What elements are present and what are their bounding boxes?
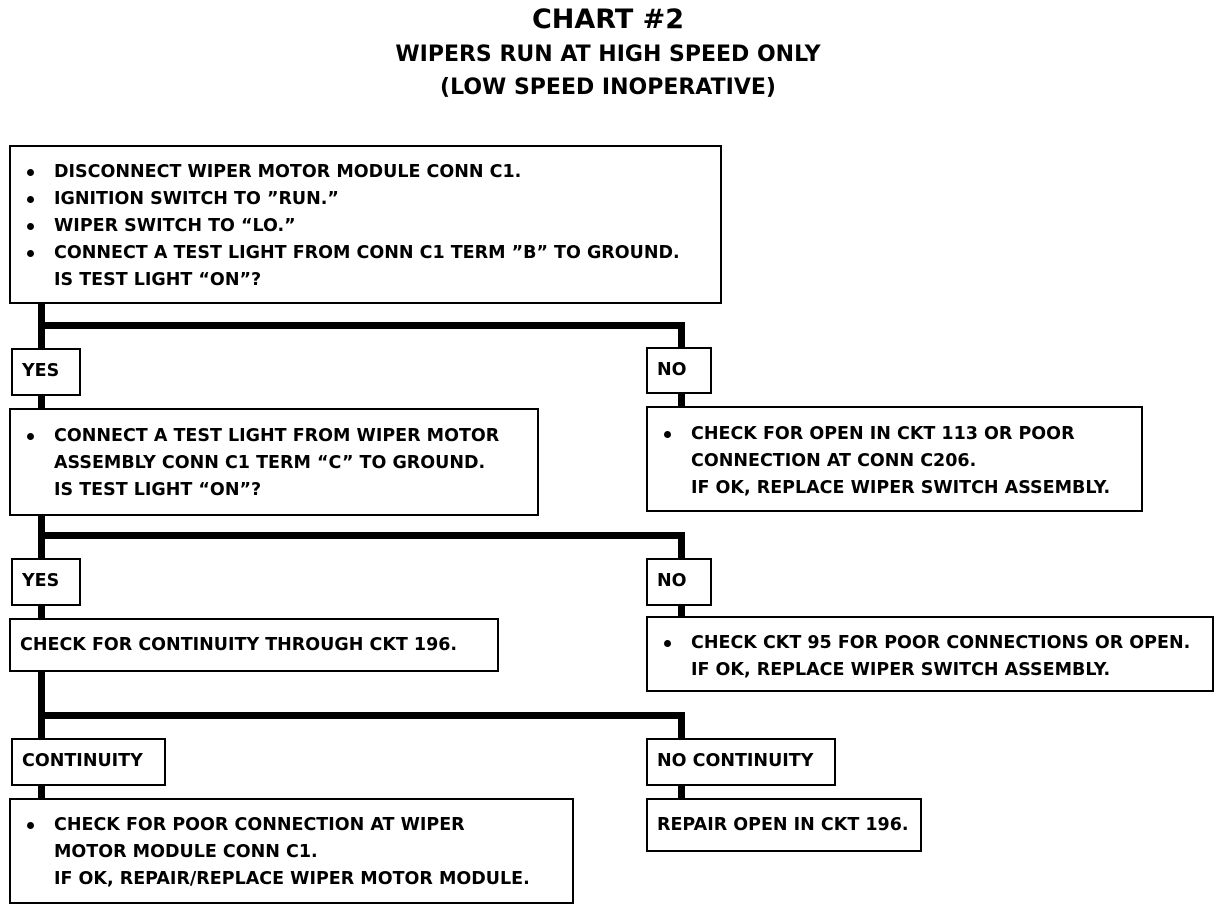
start-step-bullet: CONNECT A TEST LIGHT FROM CONN C1 TERM ”… [11, 240, 720, 267]
branch-1-no-continuation: CONNECTION AT CONN C206. [691, 451, 977, 471]
branch-3-continuity-extra: IF OK, REPAIR/REPLACE WIPER MOTOR MODULE… [54, 869, 530, 889]
start-step-bullet: WIPER SWITCH TO “LO.” [11, 213, 720, 240]
connector-branch-2-horizontal [38, 532, 685, 539]
branch-3-no-continuity-label: NO CONTINUITY [646, 738, 836, 786]
connector-branch-3-no-down [678, 712, 685, 740]
start-step-list: DISCONNECT WIPER MOTOR MODULE CONN C1. I… [11, 159, 720, 267]
connector-branch-1-horizontal [38, 322, 685, 329]
start-step-bullet: IGNITION SWITCH TO ”RUN.” [11, 186, 720, 213]
branch-1-no-extra: IF OK, REPLACE WIPER SWITCH ASSEMBLY. [691, 478, 1111, 498]
branch-3-continuity-label: CONTINUITY [11, 738, 166, 786]
branch-1-no-label: NO [646, 347, 712, 394]
branch-2-no-bullet: CHECK CKT 95 FOR POOR CONNECTIONS OR OPE… [648, 630, 1212, 657]
connector-no-1-down [678, 392, 685, 408]
branch-2-yes-label: YES [11, 558, 81, 606]
branch-2-no-extra: IF OK, REPLACE WIPER SWITCH ASSEMBLY. [691, 660, 1111, 680]
branch-3-continuity-bullet: CHECK FOR POOR CONNECTION AT WIPER [11, 812, 572, 839]
branch-1-yes-step-box: CONNECT A TEST LIGHT FROM WIPER MOTOR AS… [9, 408, 539, 516]
connector-branch-3-horizontal [38, 712, 685, 719]
connector-no-2-down [678, 604, 685, 620]
connector-continuity-down [38, 784, 45, 800]
start-step-question: IS TEST LIGHT “ON”? [54, 270, 262, 290]
chart-subtitle-1: WIPERS RUN AT HIGH SPEED ONLY [395, 42, 821, 67]
chart-subtitle-2: (LOW SPEED INOPERATIVE) [440, 75, 776, 100]
connector-yes-2-down [38, 604, 45, 620]
branch-1-no-step-box: CHECK FOR OPEN IN CKT 113 OR POOR CONNEC… [646, 406, 1143, 512]
connector-branch-2-no-down [678, 532, 685, 558]
branch-2-no-step-box: CHECK CKT 95 FOR POOR CONNECTIONS OR OPE… [646, 616, 1214, 692]
branch-1-yes-question: IS TEST LIGHT “ON”? [54, 480, 262, 500]
branch-1-no-bullet: CHECK FOR OPEN IN CKT 113 OR POOR [648, 421, 1141, 448]
connector-box-3-down [38, 670, 45, 740]
branch-3-continuity-step-box: CHECK FOR POOR CONNECTION AT WIPER MOTOR… [9, 798, 574, 904]
branch-1-yes-label: YES [11, 348, 81, 396]
branch-3-continuity-continuation: MOTOR MODULE CONN C1. [54, 842, 318, 862]
branch-2-no-label: NO [646, 558, 712, 606]
connector-yes-1-down [38, 394, 45, 410]
start-step-box: DISCONNECT WIPER MOTOR MODULE CONN C1. I… [9, 145, 722, 304]
start-step-bullet: DISCONNECT WIPER MOTOR MODULE CONN C1. [11, 159, 720, 186]
branch-2-yes-step-box: CHECK FOR CONTINUITY THROUGH CKT 196. [9, 618, 499, 672]
branch-1-yes-bullet: CONNECT A TEST LIGHT FROM WIPER MOTOR [11, 423, 537, 450]
connector-branch-1-no-down [678, 322, 685, 348]
branch-3-no-continuity-step-box: REPAIR OPEN IN CKT 196. [646, 798, 922, 852]
chart-title: CHART #2 [531, 4, 685, 35]
branch-1-yes-continuation: ASSEMBLY CONN C1 TERM “C” TO GROUND. [54, 453, 486, 473]
connector-no-continuity-down [678, 784, 685, 800]
